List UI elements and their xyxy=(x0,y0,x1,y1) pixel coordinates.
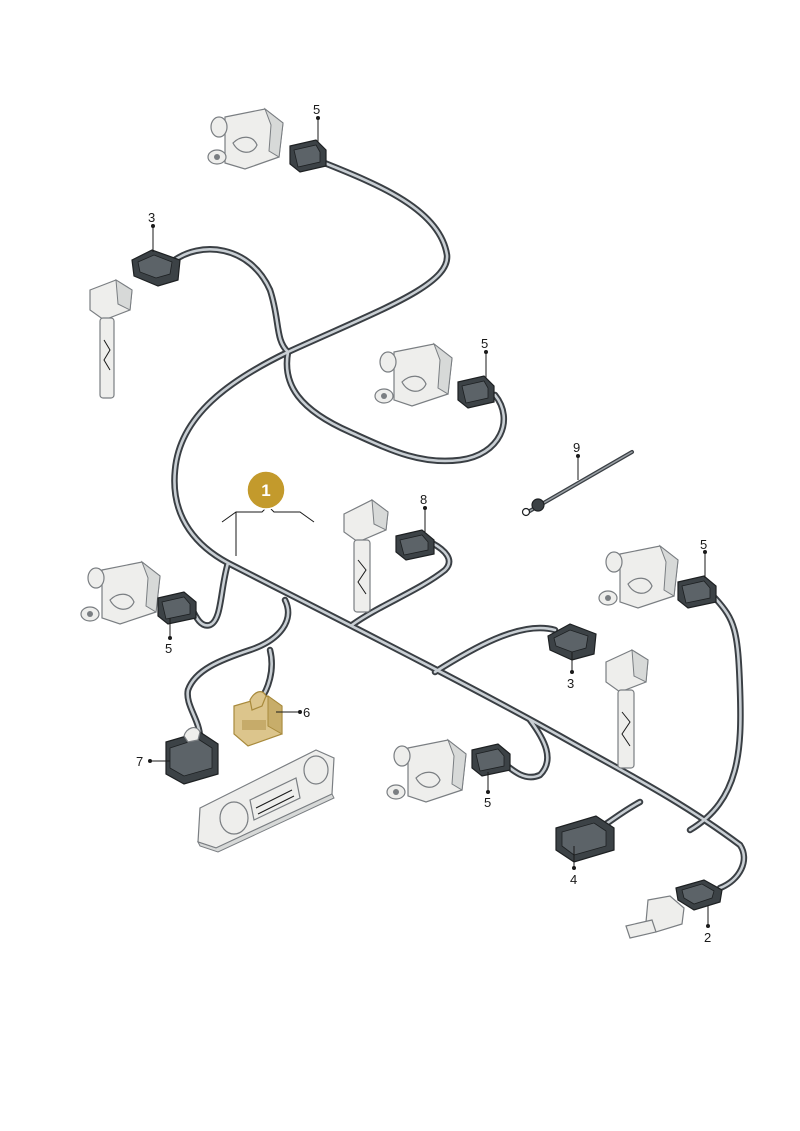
callout-6: 6 xyxy=(303,705,310,720)
harness-wire-outline xyxy=(168,246,292,356)
connector-left xyxy=(157,591,197,625)
actuator-motor-bottom xyxy=(386,738,467,803)
actuator-motor-left xyxy=(80,560,161,625)
callout-3-top: 3 xyxy=(148,210,155,225)
harness-wire-outline xyxy=(431,624,559,676)
harness-wire-outline xyxy=(686,594,744,834)
callout-5-top: 5 xyxy=(313,102,320,117)
callout-2: 2 xyxy=(704,930,711,945)
callout-5-mid: 5 xyxy=(481,336,488,351)
harness-wire-core xyxy=(186,598,290,740)
harness-wire-core xyxy=(688,596,742,832)
harness-wire-core xyxy=(350,541,451,627)
harness-wire-core xyxy=(433,626,557,674)
connector-right xyxy=(677,575,717,609)
callout-5-left: 5 xyxy=(165,641,172,656)
connector-7 xyxy=(165,727,219,785)
actuator-motor-right xyxy=(598,544,679,609)
connector-mid xyxy=(457,375,495,409)
temperature-sensor-center xyxy=(343,498,389,613)
sensor-2 xyxy=(625,895,685,939)
actuator-motor-middle xyxy=(374,342,453,407)
callout-7: 7 xyxy=(136,754,143,769)
cable-tie xyxy=(521,450,634,517)
callout-3-bottom: 3 xyxy=(567,676,574,691)
callout-4: 4 xyxy=(570,872,577,887)
harness-wire-core xyxy=(718,843,746,890)
harness-wire-core xyxy=(285,350,506,463)
harness-wire-core xyxy=(173,160,742,847)
connector-6-highlighted xyxy=(233,691,283,747)
callout-labels: 5 3 5 9 8 5 5 6 3 7 5 4 2 xyxy=(136,102,711,945)
callout-9: 9 xyxy=(573,440,580,455)
harness-wire-core xyxy=(498,718,549,779)
connector-top xyxy=(289,139,327,173)
temperature-sensor-top-left xyxy=(89,279,133,399)
callout-8: 8 xyxy=(420,492,427,507)
callout-5-right: 5 xyxy=(700,537,707,552)
callout-5-bottom: 5 xyxy=(484,795,491,810)
temperature-sensor-right xyxy=(605,649,649,769)
connector-3-bottom xyxy=(547,623,597,661)
item-1-badge: 1 xyxy=(246,470,286,510)
connector-2 xyxy=(675,879,723,911)
connector-8 xyxy=(395,529,435,561)
badge-label: 1 xyxy=(261,481,270,500)
connector-4 xyxy=(555,815,615,863)
badge-circle xyxy=(246,470,286,510)
connector-bottom xyxy=(471,743,511,777)
harness-wire-core xyxy=(170,248,290,354)
climate-control-panel xyxy=(197,749,335,853)
connector-3-top xyxy=(131,249,181,287)
actuator-motor-top xyxy=(207,107,284,170)
